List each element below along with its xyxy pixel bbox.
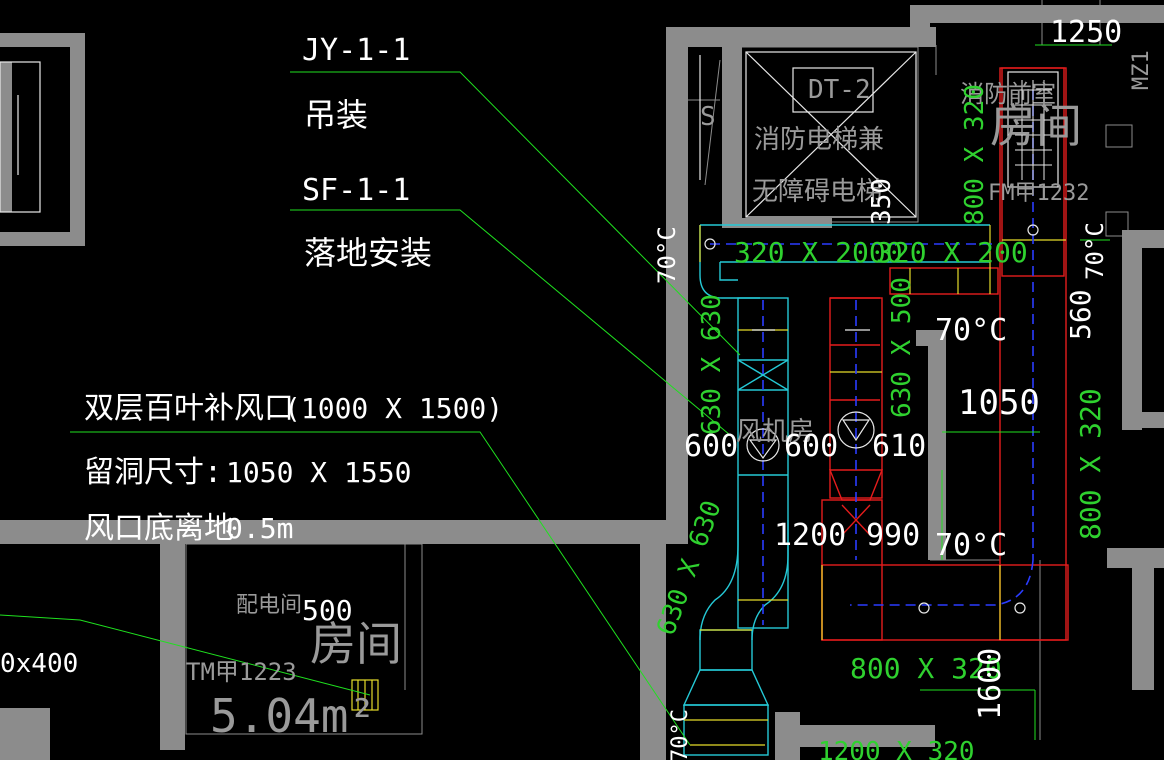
electric-room-label: 配电间 (236, 593, 302, 618)
outlet-height: 0.5m (226, 512, 293, 545)
dim-600a: 600 (684, 429, 738, 464)
dim-500: 500 (302, 594, 353, 627)
room-outlines (0, 0, 1133, 740)
outlet-height-label: 风口底离地 (84, 511, 234, 546)
fire-room-large: 房间 (990, 99, 1082, 153)
door-mz: MZ1 (1129, 50, 1154, 90)
dim-990: 990 (866, 518, 920, 553)
dim-800x320-bottom: 800 X 320 (850, 652, 1002, 685)
dim-320x2000a: 320 X 2000 (734, 236, 903, 269)
dim-600b: 600 (784, 429, 838, 464)
fire-elevator-shaft: 消防电梯兼 (754, 125, 884, 155)
door-tm1223: TM甲1223 (186, 658, 297, 686)
dim-800x320-vertical: 800 X 320 (960, 84, 990, 225)
fan-symbols (704, 71, 1059, 614)
elevator-tag: DT-2 (808, 75, 871, 105)
annotation-text: JY-1-1 吊装 SF-1-1 落地安装 双层百叶补风口 (1000 X 15… (84, 33, 503, 546)
jy-install: 吊装 (304, 96, 368, 134)
temp-70e: 70°C (668, 709, 693, 760)
dim-800x320-right: 800 X 320 (1074, 388, 1107, 540)
door-fm1232: FM甲1232 (988, 181, 1089, 206)
opening-label: 留洞尺寸: (84, 455, 222, 490)
dampers-yellow (351, 225, 1066, 746)
dim-1200x320: 1200 X 320 (818, 737, 975, 760)
louver-size: (1000 X 1500) (284, 392, 503, 425)
dim-1600: 1600 (973, 648, 1008, 720)
supply-duct-cyan (682, 224, 990, 756)
dim-630x630: 630 X 630 (697, 294, 727, 435)
dim-630x500: 630 X 500 (887, 277, 917, 418)
opening-size: 1050 X 1550 (226, 456, 411, 489)
sf-install: 落地安装 (304, 234, 432, 272)
room-labels: DT-2 消防电梯兼 无障碍电梯 消防前室 房间 配电间 房间 风机房 5.04… (186, 50, 1154, 743)
jy-tag: JY-1-1 (302, 33, 410, 68)
dim-610: 610 (872, 429, 926, 464)
dim-0x400: 0x400 (0, 649, 78, 679)
dim-1250: 1250 (1050, 15, 1122, 50)
louver-title: 双层百叶补风口 (84, 391, 294, 426)
temp-70b: 70°C (935, 313, 1007, 348)
dim-320x2000b: 320 X 200 (876, 236, 1028, 269)
dim-1050: 1050 (958, 383, 1040, 423)
dim-350: 350 (867, 178, 897, 225)
fire-room-label: 消防前室 (960, 80, 1056, 108)
fan-room-label: 风机房 (736, 417, 814, 447)
temp-70c: 70°C (935, 528, 1007, 563)
temp-70d: 70°C (1081, 222, 1109, 280)
duct-centerlines (710, 90, 1034, 625)
dim-1200: 1200 (774, 518, 846, 553)
room-area: 5.04m² (210, 689, 376, 743)
temp-70a: 70°C (653, 226, 681, 284)
room-s: S (700, 102, 716, 132)
sf-tag: SF-1-1 (302, 173, 410, 208)
dim-560: 560 (1064, 289, 1097, 340)
accessible-elevator: 无障碍电梯 (752, 177, 882, 207)
leader-lines (0, 44, 1112, 746)
electric-room-large: 房间 (310, 617, 402, 671)
